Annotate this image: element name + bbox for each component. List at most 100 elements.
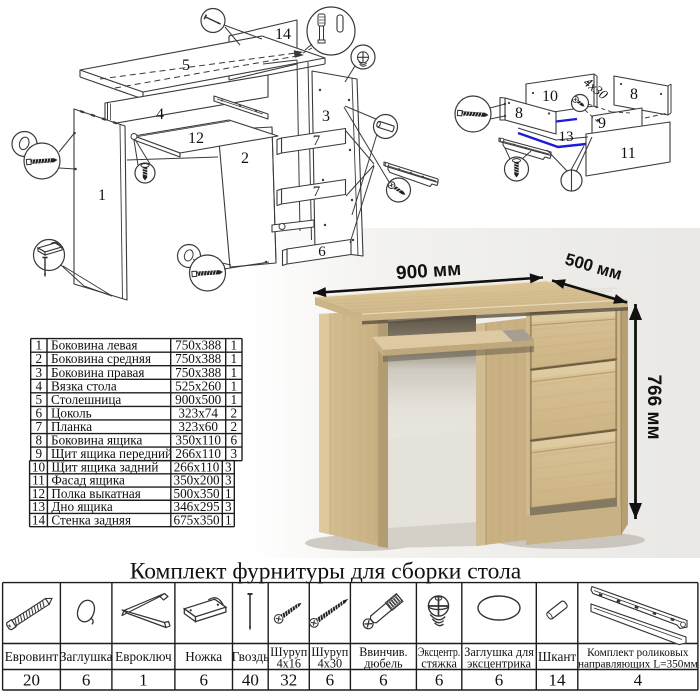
svg-text:1: 1 <box>231 378 238 393</box>
svg-text:500x350: 500x350 <box>173 486 220 501</box>
svg-text:32: 32 <box>280 671 297 690</box>
svg-text:8: 8 <box>515 105 523 122</box>
svg-text:Цоколь: Цоколь <box>51 405 92 420</box>
svg-text:525x260: 525x260 <box>175 378 222 393</box>
svg-text:346x295: 346x295 <box>173 499 220 514</box>
svg-text:2: 2 <box>36 351 43 366</box>
svg-text:11: 11 <box>32 473 45 488</box>
svg-text:3: 3 <box>322 108 330 125</box>
svg-text:9: 9 <box>598 115 606 132</box>
svg-text:Планка: Планка <box>51 419 92 434</box>
svg-text:Стенка задняя: Стенка задняя <box>51 512 131 527</box>
svg-text:7: 7 <box>36 419 43 434</box>
svg-text:Евровинт: Евровинт <box>5 649 59 664</box>
svg-text:Заглушка для: Заглушка для <box>464 645 534 659</box>
svg-text:стяжка: стяжка <box>421 657 457 671</box>
svg-text:1: 1 <box>225 486 232 501</box>
svg-text:900x500: 900x500 <box>175 392 222 407</box>
svg-text:эксцентрика: эксцентрика <box>467 657 532 671</box>
svg-text:14: 14 <box>275 26 291 43</box>
svg-text:1: 1 <box>231 365 238 380</box>
svg-text:Щит ящика задний: Щит ящика задний <box>51 460 158 475</box>
svg-text:Полка выкатная: Полка выкатная <box>51 486 140 501</box>
svg-text:1: 1 <box>98 187 106 204</box>
svg-text:Комплект фурнитуры для сборки: Комплект фурнитуры для сборки стола <box>130 559 522 585</box>
svg-text:Шкант: Шкант <box>538 649 576 664</box>
svg-text:Столешница: Столешница <box>51 392 121 407</box>
svg-text:5: 5 <box>182 57 190 74</box>
svg-text:6: 6 <box>435 671 444 690</box>
svg-text:Фасад ящика: Фасад ящика <box>51 473 125 488</box>
svg-text:Боковина правая: Боковина правая <box>51 365 144 380</box>
svg-text:350x200: 350x200 <box>173 473 220 488</box>
svg-text:6: 6 <box>379 671 388 690</box>
svg-text:4: 4 <box>36 378 43 393</box>
svg-text:12: 12 <box>188 130 204 147</box>
svg-text:14: 14 <box>549 671 567 690</box>
svg-text:6: 6 <box>231 433 238 448</box>
svg-text:13: 13 <box>559 129 574 145</box>
svg-text:Щит ящика передний: Щит ящика передний <box>51 446 172 461</box>
svg-text:6: 6 <box>82 671 91 690</box>
svg-text:6: 6 <box>495 671 504 690</box>
svg-text:1: 1 <box>231 351 238 366</box>
svg-text:4х16: 4х16 <box>277 657 301 671</box>
svg-text:Евроключ: Евроключ <box>115 649 172 664</box>
svg-text:14: 14 <box>32 512 46 527</box>
svg-text:Боковина средняя: Боковина средняя <box>51 351 151 366</box>
svg-text:2: 2 <box>231 405 238 420</box>
svg-text:6: 6 <box>36 405 43 420</box>
svg-text:5: 5 <box>36 392 43 407</box>
svg-text:8: 8 <box>36 433 43 448</box>
svg-text:8: 8 <box>630 86 638 103</box>
svg-text:Комплект роликовых: Комплект роликовых <box>587 647 689 659</box>
svg-text:1: 1 <box>36 338 43 353</box>
svg-text:Эксцентр.: Эксцентр. <box>418 645 460 659</box>
svg-text:9: 9 <box>36 446 43 461</box>
svg-text:11: 11 <box>620 145 635 162</box>
svg-text:6: 6 <box>318 244 326 260</box>
svg-text:323x74: 323x74 <box>178 405 218 420</box>
svg-text:3: 3 <box>225 460 232 475</box>
svg-text:675x350: 675x350 <box>173 512 220 527</box>
svg-text:2: 2 <box>241 150 249 167</box>
svg-text:1: 1 <box>225 512 232 527</box>
svg-text:10: 10 <box>542 88 558 105</box>
svg-text:1: 1 <box>231 338 238 353</box>
svg-text:Ножка: Ножка <box>185 649 222 664</box>
svg-text:323x60: 323x60 <box>178 419 218 434</box>
svg-text:1: 1 <box>139 671 148 690</box>
svg-text:Боковина левая: Боковина левая <box>51 338 137 353</box>
svg-text:4х30: 4х30 <box>318 657 342 671</box>
svg-text:1: 1 <box>231 392 238 407</box>
svg-text:3: 3 <box>225 499 232 514</box>
svg-text:266x110: 266x110 <box>175 446 221 461</box>
svg-text:7: 7 <box>313 184 321 200</box>
svg-text:3: 3 <box>231 446 238 461</box>
svg-text:Гвоздь: Гвоздь <box>232 649 270 664</box>
svg-text:Заглушка: Заглушка <box>60 649 113 664</box>
svg-text:Ввинчив.: Ввинчив. <box>359 645 407 659</box>
svg-text:13: 13 <box>32 499 46 514</box>
svg-text:направляющих L=350мм: направляющих L=350мм <box>578 659 698 671</box>
svg-text:Вязка стола: Вязка стола <box>51 378 117 393</box>
svg-text:Шуруп: Шуруп <box>270 645 307 659</box>
svg-text:4: 4 <box>634 671 643 690</box>
svg-text:766 мм: 766 мм <box>643 374 664 439</box>
svg-text:Боковина ящика: Боковина ящика <box>51 433 142 448</box>
svg-text:Шуруп: Шуруп <box>311 645 348 659</box>
svg-text:20: 20 <box>23 671 40 690</box>
svg-text:10: 10 <box>32 460 46 475</box>
svg-text:6: 6 <box>326 671 335 690</box>
svg-text:2: 2 <box>231 419 238 434</box>
svg-text:12: 12 <box>32 486 45 501</box>
svg-text:3: 3 <box>225 473 232 488</box>
svg-text:266x110: 266x110 <box>174 460 220 475</box>
svg-text:900 мм: 900 мм <box>395 259 461 284</box>
svg-text:Дно ящика: Дно ящика <box>51 499 112 514</box>
svg-text:6: 6 <box>199 671 208 690</box>
svg-text:дюбель: дюбель <box>364 657 403 671</box>
svg-text:4: 4 <box>156 106 164 123</box>
svg-text:3: 3 <box>36 365 43 380</box>
svg-text:750x388: 750x388 <box>175 338 222 353</box>
